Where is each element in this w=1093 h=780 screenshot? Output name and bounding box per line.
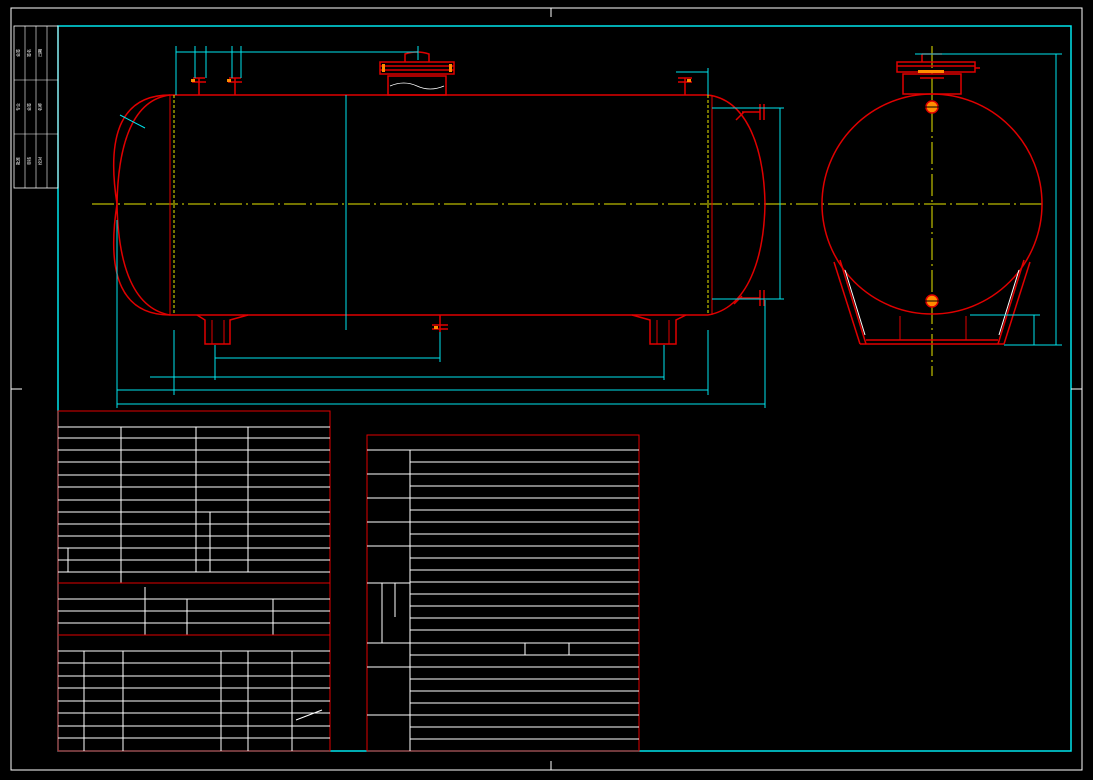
side-stamp-table: 会签签名日期专业会签名称批准审核校对 [13,25,59,189]
stamp-cell-label: 专业 [15,103,21,111]
stamp-cell-label: 会签 [26,103,32,111]
left-saddle-support[interactable] [196,314,249,345]
end-view-saddle[interactable] [833,259,1031,345]
elevation-dimensions [116,46,784,408]
right-saddle-support[interactable] [631,314,687,345]
stamp-cell-label: 日期 [37,49,43,57]
end-view-manway[interactable] [896,53,980,95]
left-head-leader [119,114,146,129]
drawing-frames [10,7,1083,771]
right-head-arc [707,94,766,316]
end-view[interactable] [821,53,1043,345]
manway-nozzle[interactable] [379,51,455,96]
left-head-arc [116,94,171,316]
inner-frame [57,25,1072,752]
top-nozzle-a[interactable] [191,77,206,95]
end-view-nozzle-upper[interactable] [924,100,940,114]
stamp-cell-label: 签名 [26,49,32,57]
centerlines [92,46,1046,376]
end-view-dimensions [915,53,1062,346]
stamp-cell-label: 会签 [15,49,21,57]
parts-list-table[interactable] [366,434,640,752]
head-nozzle-lower[interactable] [733,290,765,306]
stamp-cell-label: 审核 [26,157,32,165]
top-nozzle-c[interactable] [678,77,692,95]
top-nozzle-b[interactable] [227,77,242,95]
stamp-cell-label: 批准 [15,157,21,165]
stamp-cell-label: 校对 [37,157,43,165]
front-elevation-view[interactable] [113,51,766,345]
title-and-design-data-table[interactable] [57,410,331,752]
bottom-drain-nozzle[interactable] [432,315,448,332]
left-head [113,94,174,316]
end-view-nozzle-lower[interactable] [924,294,940,308]
head-nozzle-upper[interactable] [735,104,765,121]
outer-frame [10,7,1083,771]
stamp-cell-label: 名称 [37,103,43,111]
